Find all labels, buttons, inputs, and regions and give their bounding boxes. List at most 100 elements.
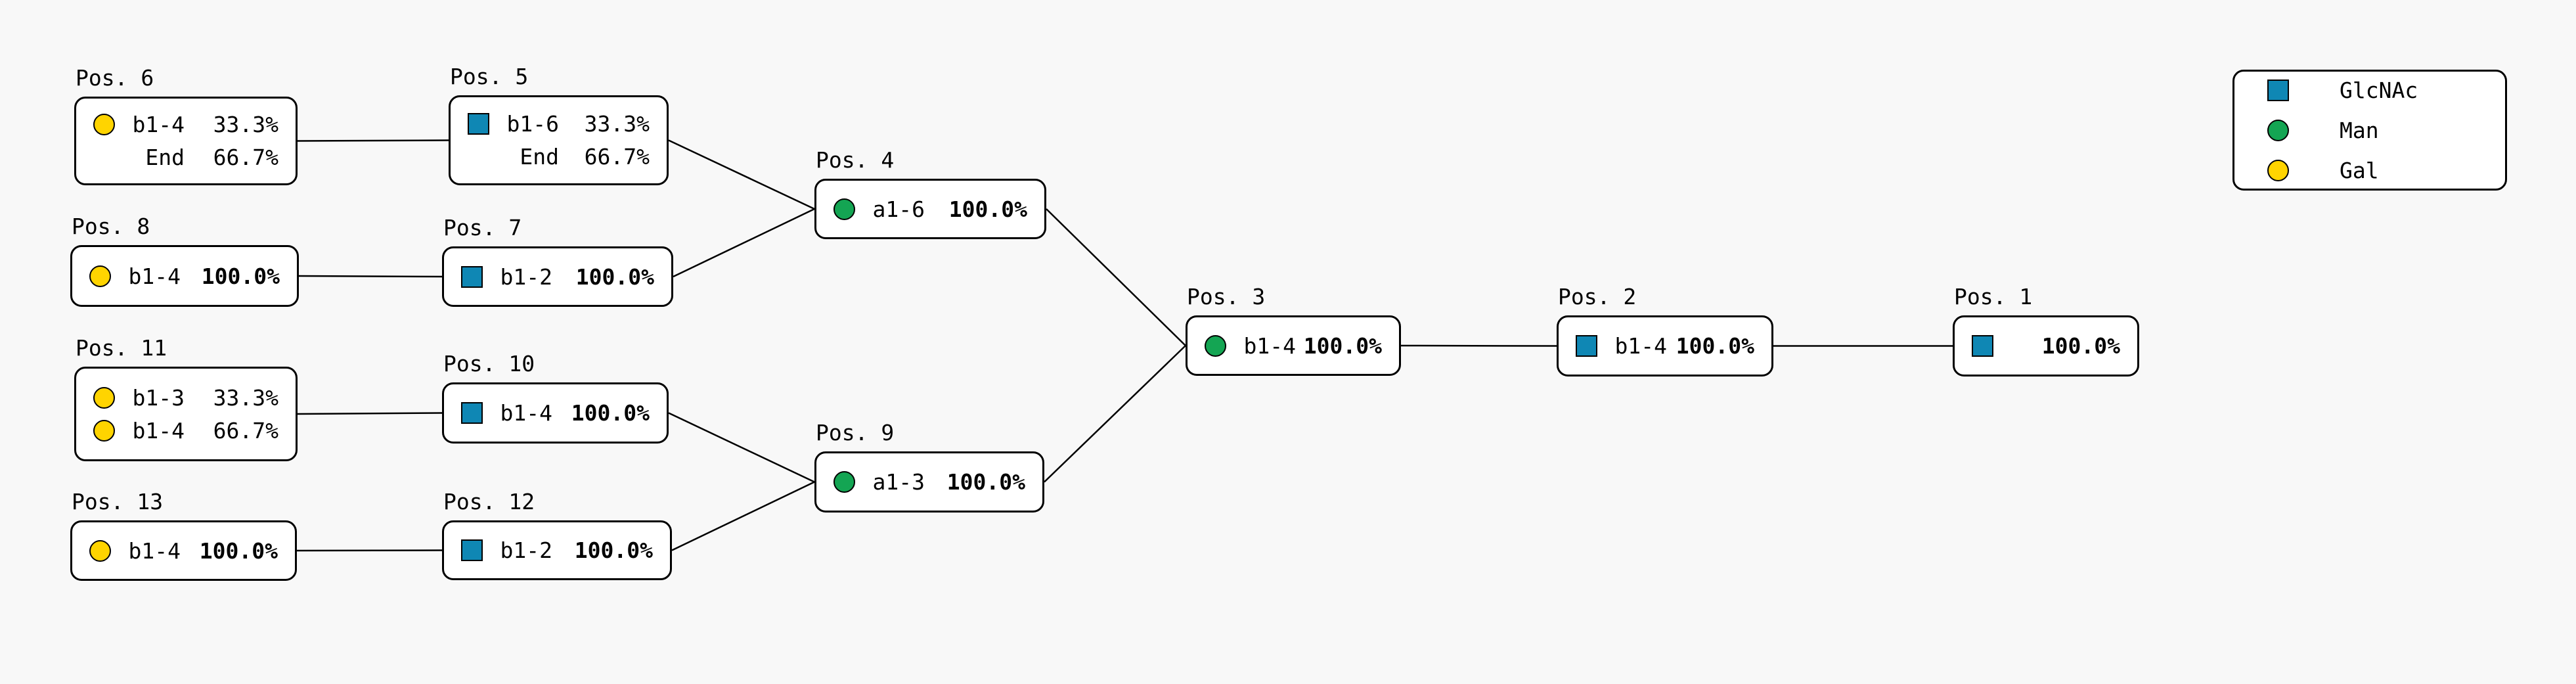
node-title-pos10: Pos. 10 [443, 351, 535, 376]
linkage-label: b1-3 [132, 384, 185, 411]
icon-slot [93, 114, 115, 135]
glcnac-icon [1576, 335, 1597, 357]
node-row: b1-4 100.0% [1205, 329, 1382, 362]
node-row: End 66.7% [468, 141, 650, 173]
percentage-value: 33.3% [213, 384, 278, 411]
percentage-value: 100.0% [574, 537, 653, 563]
node-row: b1-4 100.0% [461, 397, 650, 430]
gal-icon [2267, 159, 2289, 181]
glcnac-icon [461, 402, 483, 424]
linkage-label: b1-4 [1243, 332, 1296, 359]
node-title-pos13: Pos. 13 [72, 489, 164, 514]
node-title-pos11: Pos. 11 [76, 335, 167, 361]
edge-pos5-pos4 [668, 139, 815, 210]
linkage-label: a1-6 [872, 196, 925, 222]
node-title-pos7: Pos. 7 [443, 215, 522, 240]
legend-item-glcnac: GlcNAc [2267, 78, 2505, 103]
node-row: b1-2 100.0% [461, 534, 653, 567]
icon-slot [461, 539, 483, 561]
glcnac-icon [2267, 79, 2289, 101]
node-pos9: a1-3 100.0% [814, 451, 1044, 513]
icon-slot [1205, 334, 1226, 357]
linkage-label: b1-4 [132, 417, 185, 444]
node-pos7: b1-2 100.0% [442, 246, 673, 307]
percentage-value: 100.0% [2041, 333, 2120, 359]
linkage-label: b1-6 [506, 111, 559, 137]
node-pos10: b1-4 100.0% [442, 382, 669, 444]
percentage-value: 100.0% [948, 196, 1027, 222]
icon-slot [468, 113, 489, 135]
icon-slot [461, 265, 483, 288]
percentage-value: 100.0% [1303, 332, 1382, 359]
icon-slot [833, 198, 855, 220]
node-title-pos8: Pos. 8 [72, 214, 150, 239]
man-icon [2267, 119, 2289, 141]
percentage-value: 100.0% [199, 537, 278, 564]
linkage-label: b1-2 [500, 263, 552, 290]
percentage-value: 100.0% [575, 263, 654, 290]
linkage-label: b1-4 [128, 263, 181, 289]
gal-icon [93, 114, 115, 135]
node-pos13: b1-4 100.0% [70, 520, 297, 581]
percentage-value: 33.3% [213, 112, 278, 137]
linkage-label: End [145, 145, 185, 170]
icon-slot [93, 419, 115, 442]
node-pos12: b1-2 100.0% [442, 520, 672, 580]
edge-pos9-pos3 [1044, 345, 1186, 483]
node-row: b1-6 33.3% [468, 108, 650, 141]
percentage-value: 33.3% [584, 111, 650, 137]
edge-pos10-pos9 [668, 412, 815, 483]
legend-item-gal: Gal [2267, 158, 2505, 183]
legend-label: Gal [2340, 157, 2379, 183]
linkage-label: a1-3 [872, 469, 925, 495]
edge-pos8-pos7 [298, 275, 443, 278]
node-title-pos6: Pos. 6 [76, 65, 154, 91]
node-title-pos2: Pos. 2 [1558, 284, 1637, 309]
gal-icon [93, 386, 115, 409]
linkage-label: b1-4 [128, 537, 181, 564]
percentage-value: 100.0% [571, 400, 650, 426]
edge-pos4-pos3 [1046, 208, 1186, 346]
icon-slot [89, 539, 111, 562]
man-icon [833, 198, 855, 220]
icon-slot-empty [468, 146, 489, 168]
percentage-value: 66.7% [584, 144, 650, 170]
man-icon [1205, 334, 1226, 357]
gal-icon [89, 265, 111, 287]
percentage-value: 100.0% [946, 469, 1025, 495]
icon-slot [93, 386, 115, 409]
icon-slot [89, 265, 111, 287]
linkage-label: b1-2 [500, 537, 552, 563]
gal-icon [89, 539, 111, 562]
linkage-label: End [520, 144, 559, 170]
node-title-pos3: Pos. 3 [1187, 284, 1266, 309]
gal-icon [93, 419, 115, 442]
legend-label: Man [2340, 117, 2379, 143]
man-icon [833, 471, 855, 493]
node-title-pos5: Pos. 5 [450, 64, 529, 89]
icon-slot [461, 402, 483, 424]
edge-pos11-pos10 [297, 412, 443, 415]
node-title-pos9: Pos. 9 [816, 420, 895, 445]
node-row: b1-4 100.0% [89, 534, 278, 567]
icon-slot-empty [93, 147, 115, 168]
node-title-pos4: Pos. 4 [816, 147, 895, 173]
linkage-label: b1-4 [500, 400, 552, 426]
node-pos1: 100.0% [1953, 315, 2139, 376]
node-pos3: b1-4 100.0% [1186, 315, 1401, 376]
linkage-label: b1-4 [1614, 333, 1667, 359]
percentage-value: 66.7% [213, 145, 278, 170]
node-title-pos1: Pos. 1 [1954, 284, 2033, 309]
legend-item-man: Man [2267, 118, 2505, 143]
node-row: End 66.7% [93, 141, 278, 174]
glcnac-icon [468, 113, 489, 135]
glcnac-icon [461, 265, 483, 288]
percentage-value: 100.0% [201, 263, 280, 289]
